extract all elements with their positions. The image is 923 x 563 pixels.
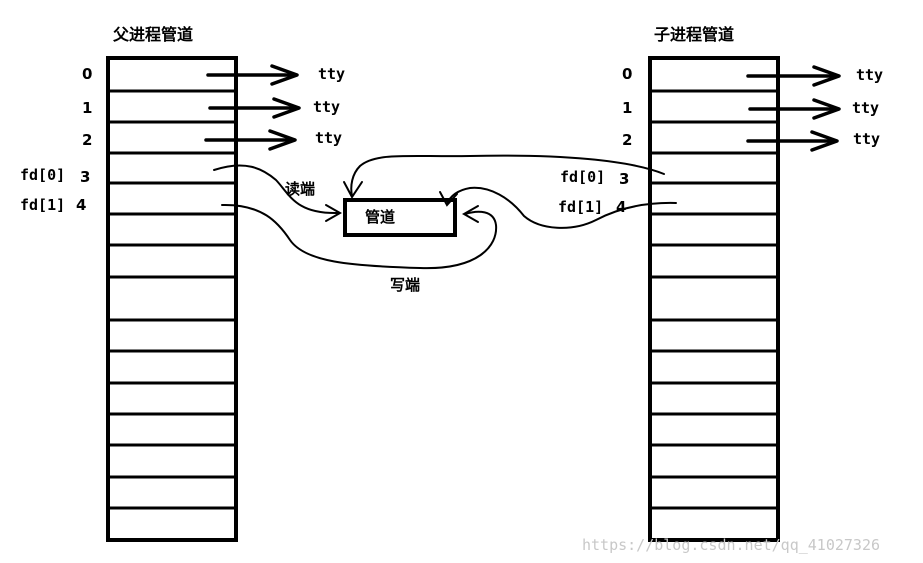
parent-tty-label-0: tty — [318, 65, 345, 83]
child-tty-arrow-1 — [748, 98, 841, 120]
child-tty-arrow-0 — [746, 65, 841, 87]
pipe-box — [343, 198, 457, 237]
parent-title: 父进程管道 — [112, 25, 193, 44]
parent-table-rows — [108, 89, 236, 510]
parent-index-4: 4 — [76, 196, 86, 214]
parent-write-connector — [221, 203, 498, 270]
parent-fd1-label: fd[1] — [20, 196, 65, 214]
child-table-frame — [648, 56, 780, 542]
parent-read-connector — [213, 164, 339, 215]
child-index-2: 2 — [622, 131, 632, 149]
parent-index-0: 0 — [82, 65, 92, 83]
child-table-rows — [650, 89, 778, 510]
child-tty-label-2: tty — [853, 130, 880, 148]
pipe-node: 管道 读端 写端 — [285, 180, 457, 294]
write-end-label: 写端 — [390, 276, 420, 294]
parent-read-arrowhead — [325, 204, 343, 222]
pipe-label: 管道 — [365, 208, 395, 226]
parent-tty-label-1: tty — [313, 98, 340, 116]
child-index-1: 1 — [622, 99, 632, 117]
parent-table-frame — [106, 56, 238, 542]
child-read-arrowhead — [343, 181, 363, 199]
parent-index-3: 3 — [80, 168, 90, 186]
parent-fd-table: 父进程管道 0 1 2 fd[0] 3 fd[1] 4 tty tty tty — [20, 25, 345, 542]
parent-tty-arrow-1 — [208, 97, 301, 119]
read-end-label: 读端 — [285, 180, 315, 198]
child-index-4: 4 — [616, 198, 626, 216]
parent-index-1: 1 — [82, 99, 92, 117]
watermark: https://blog.csdn.net/qq_41027326 — [582, 536, 880, 554]
parent-tty-label-2: tty — [315, 129, 342, 147]
child-read-connector — [350, 154, 665, 197]
child-tty-arrow-2 — [746, 130, 839, 152]
parent-tty-arrow-0 — [206, 64, 299, 86]
child-index-0: 0 — [622, 65, 632, 83]
child-fd1-label: fd[1] — [558, 198, 603, 216]
child-tty-label-1: tty — [852, 99, 879, 117]
child-fd0-label: fd[0] — [560, 168, 605, 186]
child-write-arrowhead — [439, 191, 458, 207]
parent-fd0-label: fd[0] — [20, 166, 65, 184]
pipe-connections — [213, 154, 677, 270]
parent-write-arrowhead — [461, 205, 479, 223]
child-index-3: 3 — [619, 170, 629, 188]
child-title: 子进程管道 — [654, 25, 734, 44]
child-fd-table: 子进程管道 0 1 2 fd[0] 3 fd[1] 4 tty tty tty — [558, 25, 883, 542]
parent-index-2: 2 — [82, 131, 92, 149]
child-tty-label-0: tty — [856, 66, 883, 84]
child-write-connector — [446, 186, 677, 229]
parent-tty-arrow-2 — [204, 129, 297, 151]
